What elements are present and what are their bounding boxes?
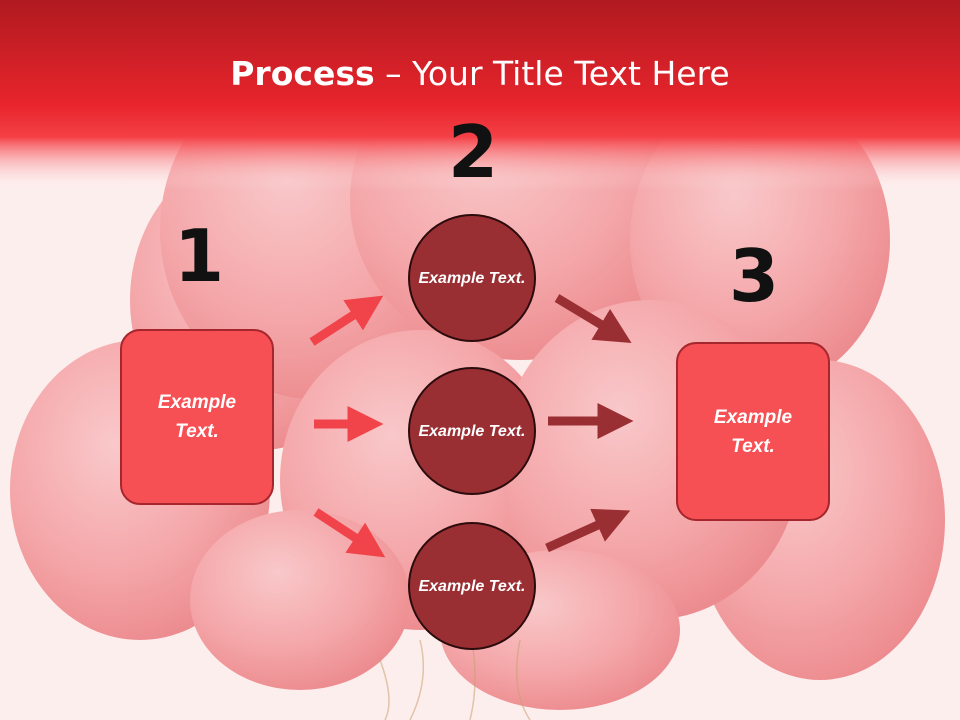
- arrow-1-to-2-bottom: [313, 508, 386, 558]
- step-2-circle-bottom: Example Text.: [408, 522, 536, 650]
- step-1-box: Example Text.: [120, 329, 274, 505]
- step-2-label-top: Example Text.: [418, 269, 526, 287]
- step-2-circle-middle: Example Text.: [408, 367, 536, 495]
- step-number-3: 3: [728, 234, 780, 318]
- step-2-label-bottom: Example Text.: [418, 577, 526, 595]
- step-1-label: Example Text.: [157, 392, 237, 442]
- step-2-circle-top: Example Text.: [408, 214, 536, 342]
- step-number-1: 1: [173, 214, 225, 298]
- arrow-2-to-3-bottom: [545, 508, 631, 553]
- step-2-label-middle: Example Text.: [418, 422, 526, 440]
- step-3-label: Example Text.: [713, 406, 793, 457]
- step-3-box: Example Text.: [676, 342, 830, 521]
- title-rest: – Your Title Text Here: [374, 54, 730, 93]
- arrow-2-to-3-top: [554, 294, 632, 343]
- slide-title: Process – Your Title Text Here: [0, 52, 960, 96]
- title-strong: Process: [230, 54, 375, 93]
- arrow-1-to-2-top: [309, 295, 384, 346]
- step-number-2: 2: [447, 110, 499, 194]
